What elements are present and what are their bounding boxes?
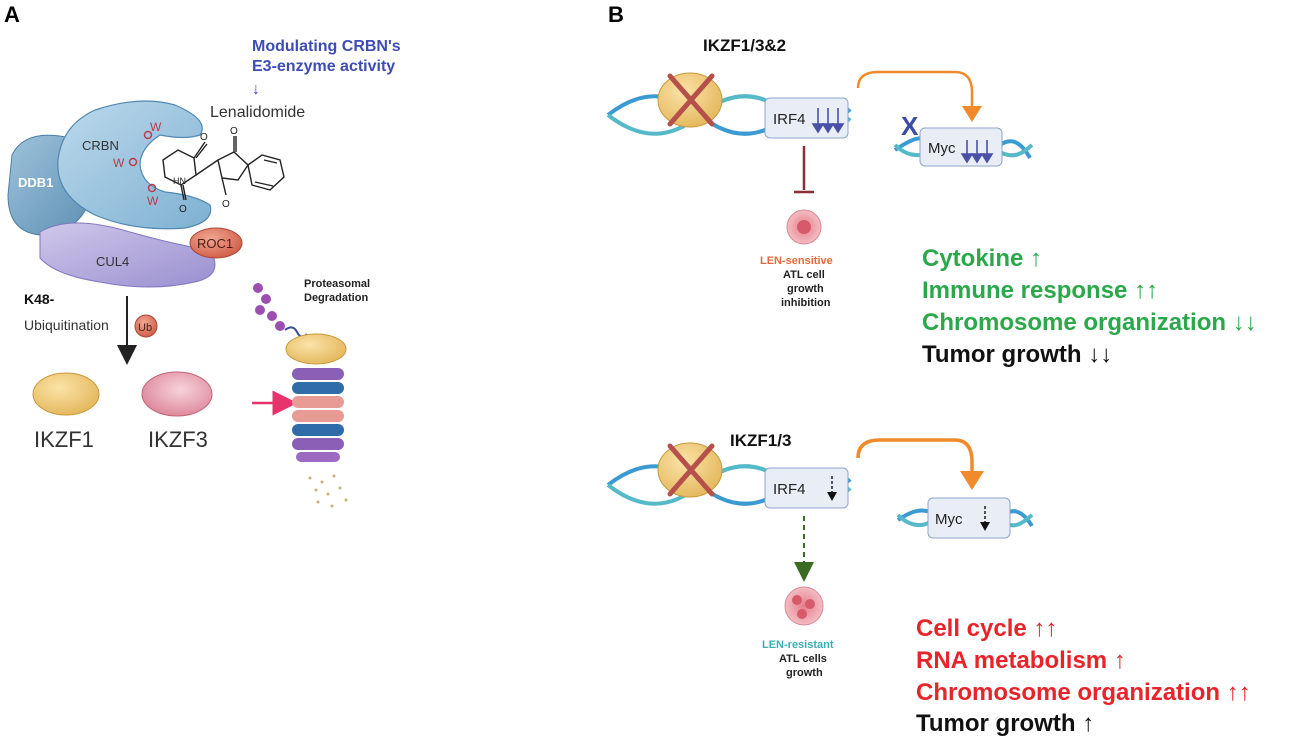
- bottom-myc-box: [927, 497, 1011, 539]
- bottom-x-mark: [667, 443, 715, 497]
- bottom-title: IKZF1/3: [730, 431, 791, 450]
- lenalidomide-structure: [162, 136, 285, 201]
- top-irf4-down-arrows: [811, 108, 845, 134]
- proteasome-shape: [292, 368, 344, 462]
- top-cell-nucleus: [797, 220, 811, 234]
- ikzf-substrate-shape: [285, 333, 347, 365]
- panel-b: B IKZF1/3&2 IRF4 X Myc: [606, 2, 1257, 737]
- top-caption-line1: ATL cell: [783, 269, 825, 281]
- bottom-scenario: IKZF1/3 IRF4 Myc: [606, 431, 1251, 737]
- peptide-fragments: [308, 474, 348, 508]
- top-orange-arrow: [856, 70, 974, 112]
- modulating-text-line1: Modulating CRBN's: [252, 38, 401, 55]
- top-x-mark: [667, 73, 715, 127]
- bottom-cell-icon: [784, 586, 824, 626]
- bottom-outcome-text: Chromosome organization ↑↑: [916, 679, 1251, 706]
- panel-b-letter: B: [608, 2, 624, 27]
- bottom-irf4-label: IRF4: [773, 481, 806, 498]
- bottom-len-resistant-label: LEN-resistant: [762, 639, 834, 651]
- bottom-cell-nucleus: [805, 599, 815, 609]
- ddb1-label: DDB1: [18, 175, 53, 190]
- panel-a: A Modulating CRBN's E3-enzyme activity ↓…: [4, 2, 401, 508]
- bottom-outcome-text: Cell cycle ↑↑: [916, 615, 1057, 642]
- ikzf1-shape: [32, 372, 100, 416]
- top-caption-line3: inhibition: [781, 297, 831, 309]
- top-myc-down-arrows: [960, 140, 994, 164]
- bottom-orange-arrow: [856, 438, 974, 476]
- bottom-irf4-box: [764, 467, 849, 509]
- k48-label: K48-: [24, 291, 55, 307]
- bottom-cell-nucleus: [797, 609, 807, 619]
- top-outcomes: Cytokine ↑ Immune response ↑↑ Chromosome…: [922, 245, 1257, 368]
- top-caption-line2: growth: [787, 283, 824, 295]
- top-len-sensitive-label: LEN-sensitive: [760, 255, 833, 267]
- ubiquitin-chain: [253, 283, 308, 338]
- ubiquitination-label: Ubiquitination: [24, 317, 109, 333]
- bottom-caption-line2: growth: [786, 667, 823, 679]
- bottom-cell-nucleus: [792, 595, 802, 605]
- modulating-down-arrow: ↓: [252, 81, 260, 98]
- lenalidomide-label: Lenalidomide: [210, 104, 305, 121]
- ub-label: Ub: [138, 322, 152, 334]
- bottom-outcome-text: RNA metabolism ↑: [916, 647, 1126, 674]
- bottom-myc-label: Myc: [935, 511, 963, 528]
- crbn-label: CRBN: [82, 138, 119, 153]
- oxygen-label: O: [222, 199, 230, 210]
- cul4-protein-shape: [39, 222, 216, 288]
- w-residue-label: W: [150, 120, 162, 134]
- proteasomal-label-line1: Proteasomal: [304, 278, 370, 290]
- proteasomal-label-line2: Degradation: [304, 292, 368, 304]
- top-outcome-text: Tumor growth ↓↓: [922, 341, 1112, 368]
- top-myc-x-mark: X: [901, 111, 919, 141]
- bottom-myc-down-arrow: [980, 506, 990, 531]
- top-title: IKZF1/3&2: [703, 36, 786, 55]
- top-outcome-text: Immune response ↑↑: [922, 277, 1158, 304]
- panel-a-letter: A: [4, 2, 20, 27]
- cul4-label: CUL4: [96, 254, 129, 269]
- bottom-irf4-down-arrow: [827, 476, 837, 501]
- tryptophan-residues: W W W: [113, 120, 162, 208]
- modulating-text-line2: E3-enzyme activity: [252, 58, 395, 75]
- w-residue-label: W: [113, 156, 125, 170]
- ikzf3-shape: [141, 371, 213, 417]
- top-orange-arrowhead: [962, 106, 982, 122]
- oxygen-label: O: [230, 126, 238, 137]
- top-myc-box: [919, 127, 1003, 167]
- roc1-label: ROC1: [197, 236, 233, 251]
- ikzf3-label: IKZF3: [148, 427, 208, 452]
- w-residue-label: W: [147, 194, 159, 208]
- oxygen-label: O: [200, 132, 208, 143]
- bottom-outcome-text: Tumor growth ↑: [916, 710, 1094, 737]
- bottom-caption-line1: ATL cells: [779, 653, 827, 665]
- oxygen-label: O: [179, 204, 187, 215]
- top-irf4-label: IRF4: [773, 111, 806, 128]
- top-scenario: IKZF1/3&2 IRF4 X Myc: [606, 36, 1257, 368]
- ikzf1-label: IKZF1: [34, 427, 94, 452]
- bottom-outcomes: Cell cycle ↑↑ RNA metabolism ↑ Chromosom…: [916, 615, 1251, 737]
- top-outcome-text: Cytokine ↑: [922, 245, 1042, 272]
- top-myc-label: Myc: [928, 140, 956, 157]
- bottom-orange-arrowhead: [960, 471, 984, 490]
- ub-circle: [134, 314, 158, 338]
- roc1-protein-shape: [189, 227, 243, 259]
- top-outcome-text: Chromosome organization ↓↓: [922, 309, 1257, 336]
- hn-label: HN: [173, 176, 186, 186]
